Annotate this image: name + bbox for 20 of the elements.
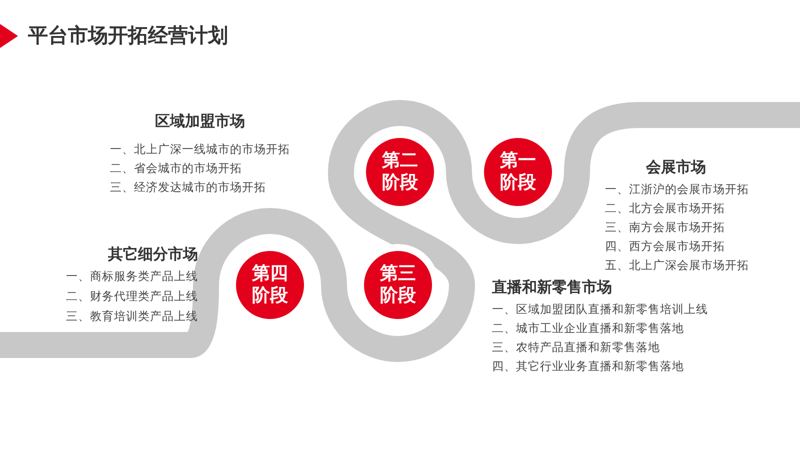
- list-item: 一、区域加盟团队直播和新零售培训上线: [492, 302, 708, 317]
- list-item: 一、商标服务类产品上线: [66, 269, 198, 284]
- list-item: 一、江浙沪的会展市场开拓: [605, 182, 749, 197]
- list-item: 四、西方会展市场开拓: [605, 239, 725, 254]
- section-heading: 会展市场: [646, 158, 706, 177]
- list-item: 一、北上广深一线城市的市场开拓: [110, 142, 290, 157]
- section-heading: 直播和新零售市场: [492, 278, 612, 297]
- list-item: 二、省会城市的市场开拓: [110, 161, 242, 176]
- list-item: 二、北方会展市场开拓: [605, 201, 725, 216]
- section-heading: 区域加盟市场: [155, 112, 245, 131]
- list-item: 二、财务代理类产品上线: [66, 289, 198, 304]
- list-item: 四、其它行业业务直播和新零售落地: [492, 359, 684, 374]
- list-item: 三、南方会展市场开拓: [605, 220, 725, 235]
- list-item: 三、农特产品直播和新零售落地: [492, 340, 660, 355]
- section-heading: 其它细分市场: [108, 245, 198, 264]
- list-item: 五、北上广深会展市场开拓: [605, 258, 749, 273]
- list-item: 三、经济发达城市的市场开拓: [110, 180, 266, 195]
- list-item: 三、教育培训类产品上线: [66, 309, 198, 324]
- list-item: 二、城市工业企业直播和新零售落地: [492, 321, 684, 336]
- title: 平台市场开拓经营计划: [28, 22, 228, 49]
